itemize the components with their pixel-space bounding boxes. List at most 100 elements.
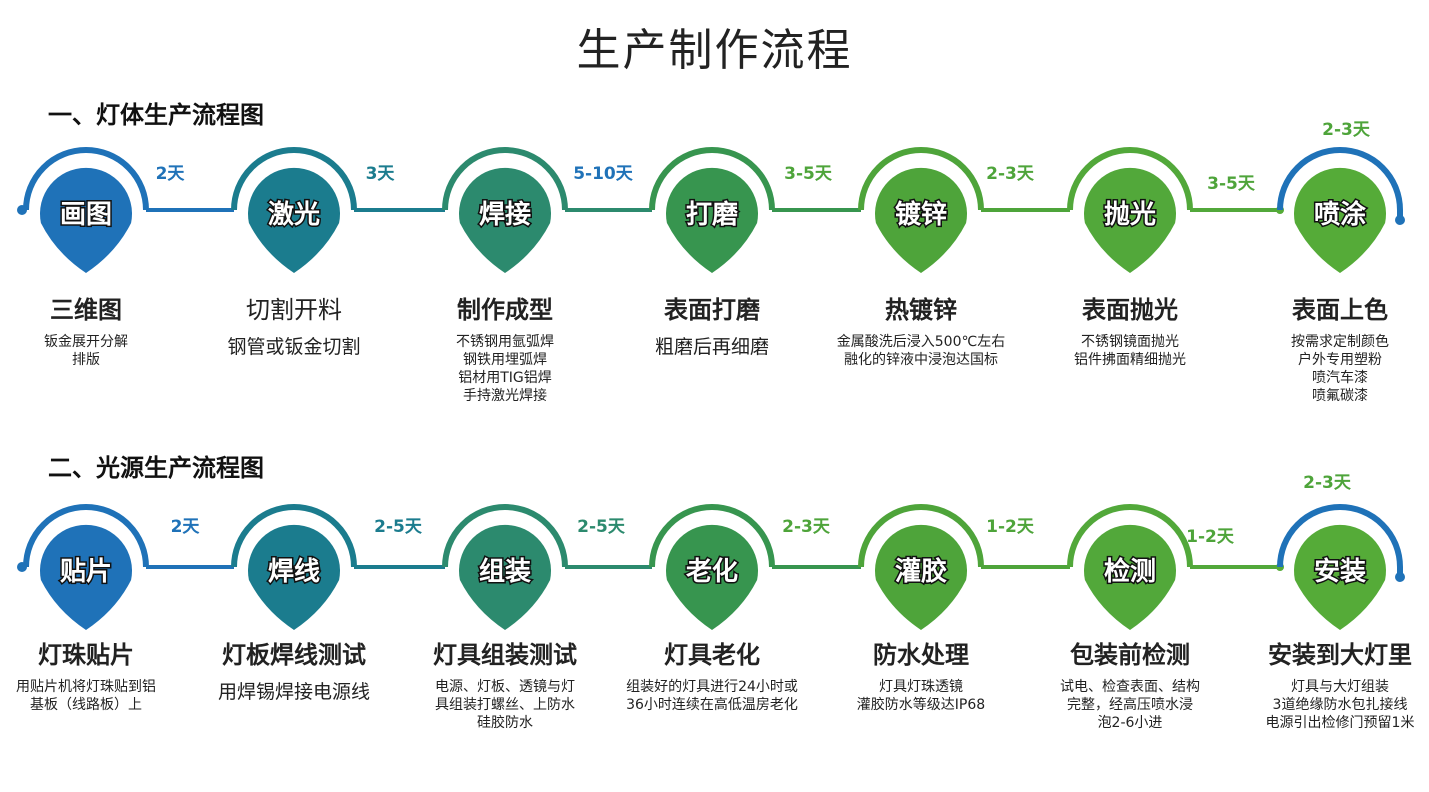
- step-detail-3: 制作成型不锈钢用氩弧焊钢铁用埋弧焊铝材用TIG铝焊手持激光焊接: [405, 290, 605, 405]
- step-heading: 防水处理: [873, 641, 969, 669]
- step-detail-3: 灯具组装测试电源、灯板、透镜与灯具组装打螺丝、上防水硅胶防水: [405, 635, 605, 732]
- pin-shape: [39, 167, 132, 273]
- pin-shape: [874, 167, 967, 273]
- flow-arc: [231, 504, 357, 568]
- duration-label: 2-3天: [1322, 120, 1371, 140]
- step-pin-6: 抛光: [1084, 167, 1176, 273]
- pin-shape: [247, 524, 340, 630]
- step-description: 钣金展开分解排版: [44, 334, 128, 368]
- pin-label: 老化: [686, 557, 738, 587]
- step-heading: 制作成型: [457, 296, 553, 324]
- duration-label: 2-3天: [782, 517, 831, 537]
- pin-label: 喷涂: [1314, 199, 1366, 230]
- step-pin-2: 焊线: [247, 524, 340, 630]
- step-pin-4: 打磨: [666, 167, 758, 273]
- step-pin-1: 贴片: [39, 524, 132, 630]
- duration-label: 2天: [171, 517, 201, 537]
- pin-label: 灌胶: [895, 556, 947, 587]
- step-pin-2: 激光: [247, 167, 340, 273]
- step-heading: 热镀锌: [885, 296, 957, 324]
- pin-label: 镀锌: [895, 199, 947, 230]
- step-pin-7: 安装: [1294, 524, 1386, 630]
- duration-label: 3天: [366, 164, 396, 184]
- section-title-lamp-body: 一、灯体生产流程图: [48, 101, 264, 129]
- step-description: 用贴片机将灯珠贴到铝基板（线路板）上: [16, 679, 156, 713]
- step-detail-6: 表面抛光不锈钢镜面抛光铝件拂面精细抛光: [1030, 290, 1230, 369]
- step-pin-7: 喷涂: [1294, 167, 1386, 273]
- pin-shape: [1084, 167, 1176, 273]
- step-heading: 切割开料: [246, 296, 342, 324]
- flow-end-dot: [1395, 215, 1405, 225]
- step-description: 灯具灯珠透镜灌胶防水等级达IP68: [856, 679, 986, 713]
- flow-arc: [1277, 147, 1403, 218]
- step-heading: 灯珠贴片: [38, 641, 134, 669]
- flow-arc: [1067, 504, 1193, 568]
- pin-shape: [666, 524, 758, 630]
- pin-label: 焊接: [479, 200, 531, 230]
- step-description: 金属酸洗后浸入500℃左右融化的锌液中浸泡达国标: [836, 334, 1006, 368]
- pin-label: 组装: [479, 556, 531, 587]
- pin-label: 焊线: [268, 557, 320, 587]
- pin-shape: [459, 524, 551, 630]
- flow-arc: [442, 504, 568, 568]
- duration-label: 2-3天: [986, 164, 1035, 184]
- pin-label: 检测: [1104, 556, 1156, 587]
- step-detail-6: 包装前检测试电、检查表面、结构完整，经高压喷水浸泡2-6小进: [1030, 635, 1230, 732]
- step-detail-1: 三维图钣金展开分解排版: [0, 290, 186, 369]
- step-description: 用焊锡焊接电源线: [217, 681, 370, 703]
- step-pin-4: 老化: [666, 524, 758, 630]
- pin-label: 抛光: [1104, 200, 1156, 230]
- pin-label: 贴片: [60, 557, 112, 587]
- duration-label: 1-2天: [1186, 527, 1235, 547]
- step-heading: 灯具组装测试: [433, 641, 577, 669]
- step-pin-6: 检测: [1084, 524, 1176, 630]
- pin-shape: [39, 524, 132, 630]
- duration-label: 5-10天: [573, 164, 634, 184]
- pin-shape: [1084, 524, 1176, 630]
- step-description: 钢管或钣金切割: [227, 336, 361, 358]
- step-pin-1: 画图: [39, 167, 132, 273]
- step-heading: 表面抛光: [1082, 296, 1178, 324]
- pin-label: 激光: [268, 199, 320, 230]
- step-description: 按需求定制颜色户外专用塑粉喷汽车漆喷氟碳漆: [1291, 334, 1389, 404]
- step-heading: 包装前检测: [1070, 641, 1190, 669]
- pin-label: 打磨: [686, 200, 738, 230]
- flow-arc: [649, 147, 775, 211]
- step-pin-5: 镀锌: [874, 167, 967, 273]
- step-detail-5: 热镀锌金属酸洗后浸入500℃左右融化的锌液中浸泡达国标: [821, 290, 1021, 369]
- duration-label: 1-2天: [986, 517, 1035, 537]
- step-description: 电源、灯板、透镜与灯具组装打螺丝、上防水硅胶防水: [435, 679, 575, 731]
- step-detail-7: 表面上色按需求定制颜色户外专用塑粉喷汽车漆喷氟碳漆: [1240, 290, 1429, 405]
- flow-arc: [858, 504, 984, 568]
- flow-arc: [858, 147, 984, 211]
- flow-arc: [1067, 147, 1193, 211]
- pin-label: 安装: [1314, 557, 1366, 587]
- pin-shape: [666, 167, 758, 273]
- duration-label: 3-5天: [784, 164, 833, 184]
- step-detail-4: 表面打磨粗磨后再细磨: [612, 290, 812, 359]
- page-title: 生产制作流程: [576, 25, 853, 76]
- duration-label: 2天: [156, 164, 186, 184]
- step-heading: 灯具老化: [664, 641, 760, 669]
- step-detail-5: 防水处理灯具灯珠透镜灌胶防水等级达IP68: [821, 635, 1021, 714]
- step-detail-2: 灯板焊线测试用焊锡焊接电源线: [194, 635, 394, 704]
- step-pin-3: 焊接: [459, 167, 551, 273]
- step-description: 粗磨后再细磨: [654, 336, 769, 358]
- duration-label: 2-5天: [577, 517, 626, 537]
- pin-shape: [247, 167, 340, 273]
- flow-arc: [23, 504, 149, 568]
- pin-label: 画图: [60, 200, 112, 230]
- step-heading: 灯板焊线测试: [222, 641, 366, 669]
- step-heading: 表面上色: [1292, 296, 1388, 324]
- flow-start-dot: [17, 205, 27, 215]
- step-pin-5: 灌胶: [874, 524, 967, 630]
- flow-arc: [1277, 504, 1403, 575]
- flow-arc: [649, 504, 775, 568]
- step-description: 试电、检查表面、结构完整，经高压喷水浸泡2-6小进: [1060, 679, 1200, 731]
